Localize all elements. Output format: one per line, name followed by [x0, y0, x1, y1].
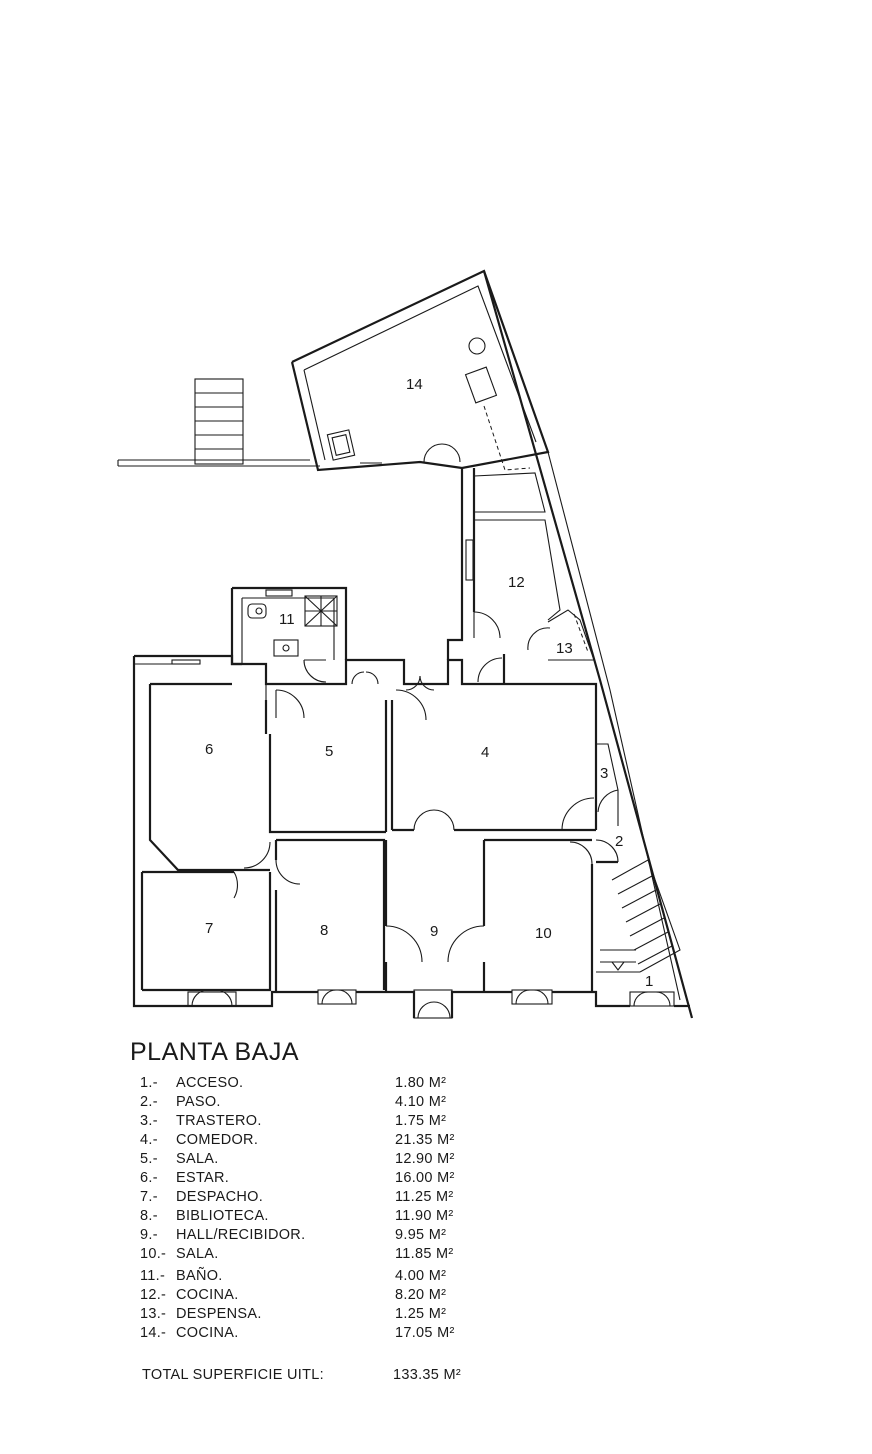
room-number: 9.-: [140, 1227, 158, 1243]
legend-row: 11.- BAÑO. 4.00 M²: [140, 1268, 480, 1286]
legend-row: 8.- BIBLIOTECA. 11.90 M²: [140, 1208, 480, 1226]
legend-row: 6.- ESTAR. 16.00 M²: [140, 1170, 480, 1188]
room-name: HALL/RECIBIDOR.: [176, 1227, 306, 1243]
room-label-7: 7: [205, 920, 213, 937]
room-area: 11.85 M²: [395, 1246, 454, 1262]
room-label-5: 5: [325, 743, 333, 760]
room-12-13-walls: [446, 468, 595, 684]
room-area: 11.25 M²: [395, 1189, 454, 1205]
room-number: 5.-: [140, 1151, 158, 1167]
room-area: 11.90 M²: [395, 1208, 454, 1224]
room-area: 21.35 M²: [395, 1132, 455, 1148]
room-label-9: 9: [430, 923, 438, 940]
legend-row: 13.- DESPENSA. 1.25 M²: [140, 1306, 480, 1324]
room-number: 12.-: [140, 1287, 167, 1303]
room-number: 11.-: [140, 1268, 166, 1284]
room-name: SALA.: [176, 1151, 219, 1167]
room-name: COCINA.: [176, 1325, 239, 1341]
room-name: BAÑO.: [176, 1268, 223, 1284]
room-area: 1.75 M²: [395, 1113, 447, 1129]
room-label-2: 2: [615, 833, 623, 850]
room-label-13: 13: [556, 640, 573, 657]
room-name: ESTAR.: [176, 1170, 230, 1186]
main-block-walls: [132, 270, 694, 1019]
room-name: SALA.: [176, 1246, 219, 1262]
room-number: 8.-: [140, 1208, 158, 1224]
room-label-3: 3: [600, 765, 608, 782]
room-number: 7.-: [140, 1189, 158, 1205]
legend-row: 4.- COMEDOR. 21.35 M²: [140, 1132, 480, 1150]
room-labels: 1 2 3 4 5 6 7 8 9 10 11 12 13 14: [205, 376, 653, 990]
room-number: 13.-: [140, 1306, 167, 1322]
room-name: DESPENSA.: [176, 1306, 262, 1322]
room-label-4: 4: [481, 744, 489, 761]
legend-row: 2.- PASO. 4.10 M²: [140, 1094, 480, 1112]
legend-row: 3.- TRASTERO. 1.75 M²: [140, 1113, 480, 1131]
room-name: PASO.: [176, 1094, 221, 1110]
total-area: 133.35 M²: [393, 1367, 461, 1383]
site-boundary: [117, 459, 320, 467]
room-area: 8.20 M²: [395, 1287, 447, 1303]
room-14-walls: [290, 269, 550, 472]
room-area: 9.95 M²: [395, 1227, 447, 1243]
room-label-10: 10: [535, 925, 552, 942]
legend-row: 9.- HALL/RECIBIDOR. 9.95 M²: [140, 1227, 480, 1245]
room-area: 1.25 M²: [395, 1306, 447, 1322]
room-name: COCINA.: [176, 1287, 239, 1303]
legend-row: 1.- ACCESO. 1.80 M²: [140, 1075, 480, 1093]
room-number: 6.-: [140, 1170, 158, 1186]
room-number: 2.-: [140, 1094, 158, 1110]
room-area: 12.90 M²: [395, 1151, 455, 1167]
room-label-11: 11: [279, 611, 295, 628]
room-label-12: 12: [508, 574, 525, 591]
total-label: TOTAL SUPERFICIE UITL:: [142, 1367, 324, 1383]
room-label-8: 8: [320, 922, 328, 939]
room-label-1: 1: [645, 973, 653, 990]
room-area: 16.00 M²: [395, 1170, 455, 1186]
room-number: 4.-: [140, 1132, 158, 1148]
doors: [187, 657, 675, 1019]
room-number: 1.-: [140, 1075, 158, 1091]
room-name: TRASTERO.: [176, 1113, 262, 1129]
room-number: 10.-: [140, 1246, 167, 1262]
room-name: BIBLIOTECA.: [176, 1208, 269, 1224]
room-name: ACCESO.: [176, 1075, 244, 1091]
room-number: 3.-: [140, 1113, 158, 1129]
legend-row: 7.- DESPACHO. 11.25 M²: [140, 1189, 480, 1207]
room-name: DESPACHO.: [176, 1189, 264, 1205]
legend-row: 10.- SALA. 11.85 M²: [140, 1246, 480, 1264]
room-label-14: 14: [406, 376, 423, 393]
floor-plan: 1 2 3 4 5 6 7 8 9 10 11 12 13 14: [117, 269, 694, 1019]
legend-title: PLANTA BAJA: [130, 1038, 299, 1066]
room-area: 17.05 M²: [395, 1325, 455, 1341]
room-name: COMEDOR.: [176, 1132, 259, 1148]
legend-row: 14.- COCINA. 17.05 M²: [140, 1325, 480, 1343]
room-area: 1.80 M²: [395, 1075, 447, 1091]
legend-row: 12.- COCINA. 8.20 M²: [140, 1287, 480, 1305]
room-area: 4.10 M²: [395, 1094, 447, 1110]
exterior-windows: [187, 989, 675, 1019]
room-area: 4.00 M²: [395, 1268, 447, 1284]
room-label-6: 6: [205, 741, 213, 758]
total-area-row: TOTAL SUPERFICIE UITL: 133.35 M²: [142, 1367, 482, 1383]
room-number: 14.-: [140, 1325, 167, 1341]
legend-row: 5.- SALA. 12.90 M²: [140, 1151, 480, 1169]
exterior-stairs: [194, 378, 244, 465]
